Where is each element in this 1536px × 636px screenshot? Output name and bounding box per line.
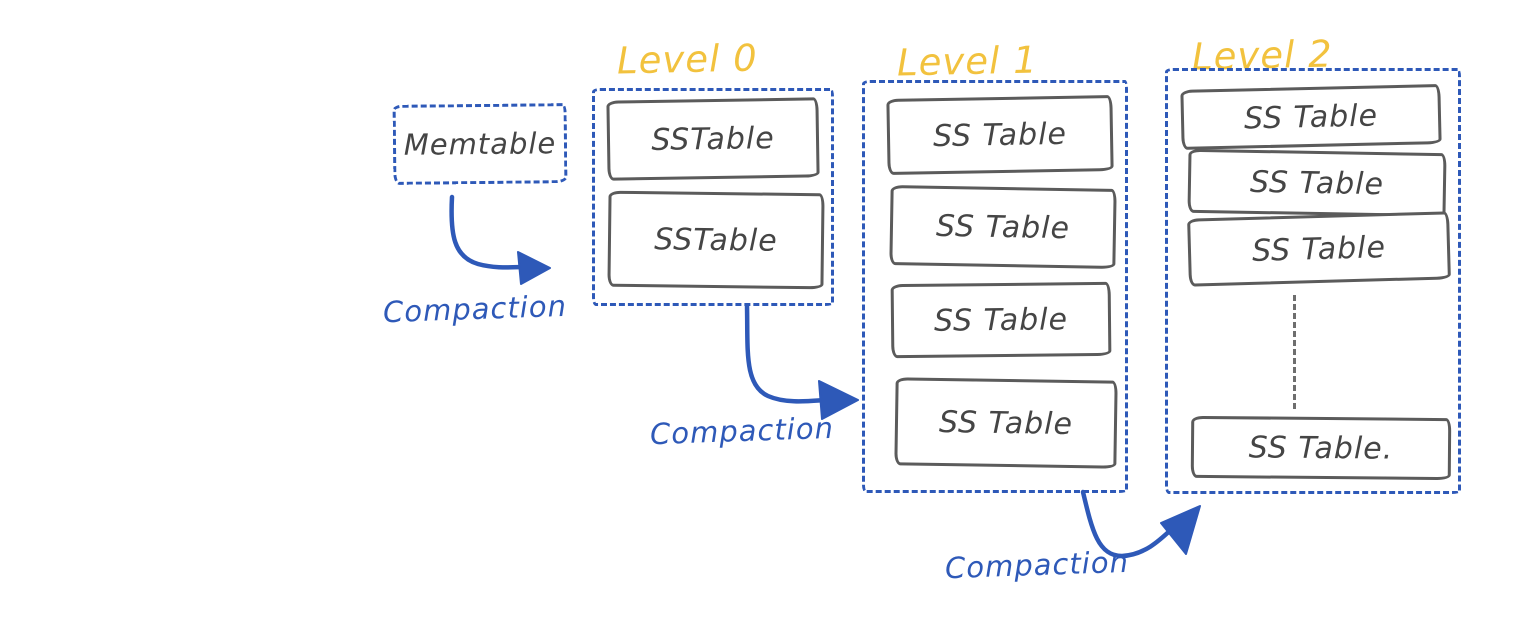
compaction-arrow-l0-to-l1 (744, 303, 859, 420)
level-0-title: Level 0 (616, 36, 759, 83)
compaction-label-2: Compaction (649, 410, 835, 452)
level-0-container: SSTable SSTable (592, 88, 834, 306)
sstable-label: SS Table (933, 301, 1069, 339)
ellipsis-dashed-line (1293, 295, 1296, 409)
sstable-box: SSTable (606, 97, 820, 181)
level-2-container: SS Table SS Table SS Table SS Table. (1165, 68, 1461, 494)
sstable-box: SS Table (1187, 211, 1451, 287)
compaction-label-1: Compaction (382, 288, 568, 330)
sstable-label: SS Table (1251, 229, 1387, 269)
sstable-label: SS Table (1243, 97, 1379, 137)
sstable-label: SS Table (1249, 164, 1385, 202)
sstable-label: SS Table (932, 116, 1068, 154)
sstable-box: SS Table (894, 377, 1118, 469)
sstable-label: SS Table. (1248, 429, 1394, 467)
sstable-box: SS Table (1180, 84, 1442, 150)
sstable-label: SS Table (938, 404, 1074, 442)
sstable-label: SS Table (935, 208, 1071, 246)
level-1-title: Level 1 (896, 38, 1039, 85)
sstable-box: SS Table (886, 95, 1114, 175)
sstable-box: SS Table (890, 281, 1112, 359)
sstable-box: SS Table. (1190, 415, 1452, 481)
memtable-box: Memtable (392, 103, 568, 185)
sstable-box: SS Table (1187, 148, 1447, 218)
compaction-arrow-memtable-to-l0 (449, 194, 551, 285)
sstable-box: SS Table (889, 185, 1117, 269)
sstable-label: SSTable (654, 221, 778, 259)
sstable-label: SSTable (651, 120, 775, 158)
level-1-container: SS Table SS Table SS Table SS Table (862, 80, 1128, 493)
sstable-box: SSTable (607, 190, 825, 290)
memtable-label: Memtable (403, 126, 557, 162)
compaction-label-3: Compaction (944, 544, 1130, 586)
